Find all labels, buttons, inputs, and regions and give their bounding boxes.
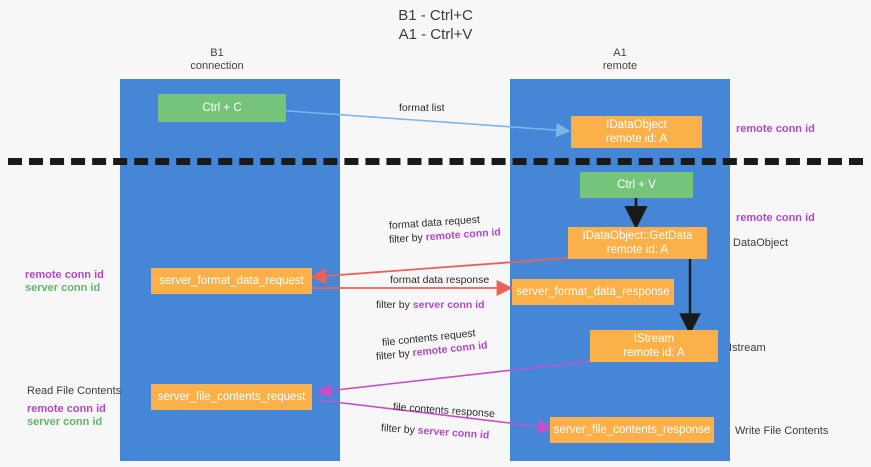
node-idataobject-getdata[interactable]: IDataObject::GetData remote id: A [568,227,707,259]
node-istream[interactable]: IStream remote id: A [590,330,718,362]
label-left-remote-conn-id: remote conn id [25,269,104,281]
column-header-a1: A1 remote [602,47,638,72]
filter-prefix: filter by [376,299,413,311]
label-remote-conn-id-top: remote conn id [736,123,815,135]
arrow-label-format-data-response: format data response [390,274,490,286]
page-title: B1 - Ctrl+C A1 - Ctrl+V [398,7,473,43]
arrow-label-format-data-response-filter: filter by server conn id [376,298,485,312]
arrow-file-contents-response [317,399,553,434]
node-server-format-data-request[interactable]: server_format_data_request [151,268,312,294]
label-dataobject: DataObject [733,237,789,249]
filter-value-server-conn-id: server conn id [412,299,485,311]
arrow-format-list [273,109,571,138]
filter-prefix: filter by [380,422,419,437]
label-istream: Istream [729,342,766,354]
column-header-b1: B1 connection [190,47,244,72]
arrow-file-contents-request [316,360,593,398]
label-remote-conn-id-mid: remote conn id [736,212,815,224]
phase-divider [8,158,863,165]
filter-prefix: filter by [375,347,414,363]
label-write-file-contents: Write File Contents [735,425,829,437]
filter-prefix: filter by [388,231,427,246]
arrow-format-data-request [310,257,570,285]
node-server-format-data-response[interactable]: server_format_data_response [512,279,674,305]
node-server-file-contents-request[interactable]: server_file_contents_request [151,384,312,410]
label-left-server-conn-id-2: server conn id [27,416,103,428]
label-read-file-contents: Read File Contents [27,385,122,397]
label-left-remote-conn-id-2: remote conn id [27,403,106,415]
node-ctrl-v[interactable]: Ctrl + V [580,172,693,198]
node-idataobject[interactable]: IDataObject remote id: A [571,116,702,148]
node-ctrl-c[interactable]: Ctrl + C [158,94,286,122]
arrow-label-format-list: format list [399,102,445,114]
label-left-server-conn-id: server conn id [25,282,101,294]
node-server-file-contents-response[interactable]: server_file_contents_response [550,417,714,443]
